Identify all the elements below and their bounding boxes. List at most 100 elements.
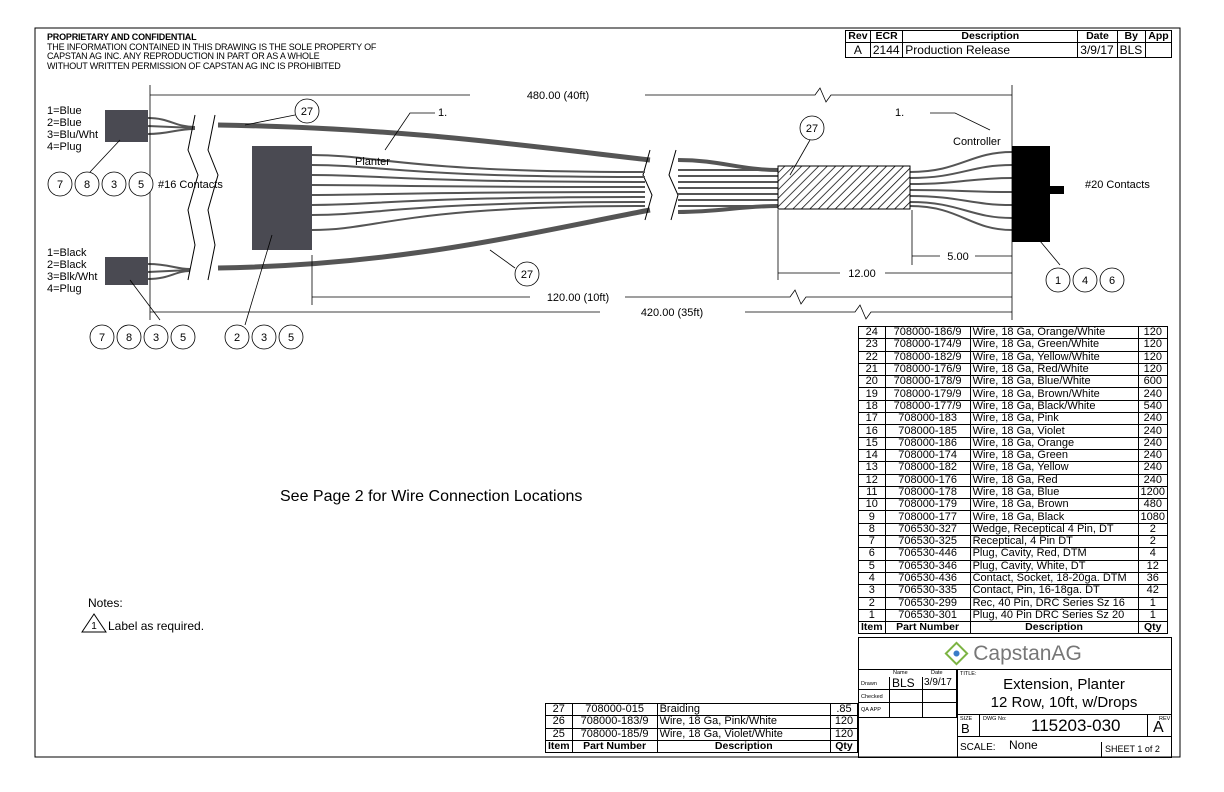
scale: None: [1009, 738, 1038, 752]
description: Wedge, Receptical 4 Pin, DT: [969, 522, 1139, 537]
drawing-title: Extension, Planter 12 Row, 10ft, w/Drops: [957, 676, 1171, 712]
part-number: 706530-301: [884, 608, 971, 623]
item: 24: [858, 325, 886, 340]
qty: 240: [1137, 424, 1169, 438]
item: 18: [858, 399, 886, 414]
balloon: 4: [1082, 275, 1088, 287]
part-number: 706530-325: [884, 535, 971, 549]
item: 13: [858, 461, 886, 475]
part-number: 708000-185/9: [571, 727, 658, 741]
part-number: 708000-186: [884, 436, 971, 450]
qty: .85: [830, 702, 858, 717]
dim-480: 480.00 (40ft): [527, 90, 589, 102]
confidential-line: THE INFORMATION CONTAINED IN THIS DRAWIN…: [47, 41, 377, 52]
part-number: 708000-176: [884, 473, 971, 487]
description: Wire, 18 Ga, Yellow: [969, 461, 1139, 475]
col-header: Part Number: [884, 621, 971, 635]
dwg-label: DWG No:: [983, 716, 1007, 722]
note-1: Label as required.: [108, 619, 204, 633]
note-triangle-icon: [81, 613, 107, 633]
bottom-left-receptacle: [105, 257, 148, 285]
item: 25: [545, 727, 573, 741]
col-header: Qty: [1137, 621, 1169, 635]
pin-label: 1=Blue: [47, 105, 82, 117]
part-number: 708000-186/9: [884, 325, 971, 340]
part-number: 706530-446: [884, 547, 971, 561]
balloon: 7: [57, 179, 63, 191]
item: 9: [858, 510, 886, 524]
qty: 1200: [1137, 485, 1169, 500]
description: Wire, 18 Ga, Green/White: [969, 338, 1139, 352]
drop-wires: [147, 117, 651, 280]
part-number: 708000-176/9: [884, 362, 971, 377]
qty: 600: [1137, 375, 1169, 389]
balloon: 6: [1109, 275, 1115, 287]
description: Wire, 18 Ga, Green: [969, 448, 1139, 463]
col-header: Qty: [830, 739, 858, 754]
col-header: Item: [545, 739, 573, 754]
notes-title: Notes:: [88, 596, 123, 610]
part-number: 708000-183/9: [571, 715, 658, 729]
item: 12: [858, 473, 886, 487]
description: Rec, 40 Pin, DRC Series Sz 16: [969, 596, 1139, 610]
qty: 2: [1137, 522, 1169, 537]
note-number: 1: [91, 621, 97, 632]
col-header: ECR: [869, 29, 904, 44]
planter-label: Planter: [355, 156, 390, 168]
wire-bundle: [311, 151, 1013, 231]
dim-120: 120.00 (10ft): [547, 292, 609, 304]
item: 5: [858, 559, 886, 573]
description: Braiding: [656, 702, 832, 717]
qty: 480: [1137, 498, 1169, 512]
part-number: 708000-185: [884, 424, 971, 438]
contacts-16-label: #16 Contacts: [158, 179, 223, 191]
controller-connector: [1012, 146, 1050, 242]
qty: 4: [1137, 547, 1169, 561]
pin-label: 3=Blu/Wht: [47, 129, 98, 141]
qty: 120: [830, 715, 858, 729]
item: 6: [858, 547, 886, 561]
dim-420: 420.00 (35ft): [641, 307, 703, 319]
rev-label: REV: [1159, 716, 1171, 722]
balloon: 27: [521, 269, 533, 281]
balloon: 3: [111, 179, 117, 191]
item: 3: [858, 584, 886, 598]
item: 26: [545, 715, 573, 729]
balloon: 8: [126, 332, 132, 344]
description: Wire, 18 Ga, Red: [969, 473, 1139, 487]
item: 1: [858, 608, 886, 623]
description: Wire, 18 Ga, Yellow/White: [969, 350, 1139, 364]
part-number: 708000-177/9: [884, 399, 971, 414]
balloon-numbers: 27 27 27 7 8 3 5 7 8 3 5 2 3 5 1 4 6: [57, 106, 1115, 344]
pin-label: 3=Blk/Wht: [47, 271, 97, 283]
qa-label: QA APP: [861, 707, 881, 713]
controller-label: Controller: [953, 136, 1001, 148]
description: Wire, 18 Ga, Violet: [969, 424, 1139, 438]
item: 16: [858, 424, 886, 438]
pin-label: 2=Blue: [47, 117, 82, 129]
qty: 42: [1137, 584, 1169, 598]
title-block: CapstanAG Name Date Drawn Checked QA APP…: [858, 637, 1172, 758]
sheet-border: [34, 27, 1181, 758]
qty: 240: [1137, 448, 1169, 463]
qty: 240: [1137, 473, 1169, 487]
sheet-number: SHEET 1 of 2: [1105, 744, 1160, 754]
